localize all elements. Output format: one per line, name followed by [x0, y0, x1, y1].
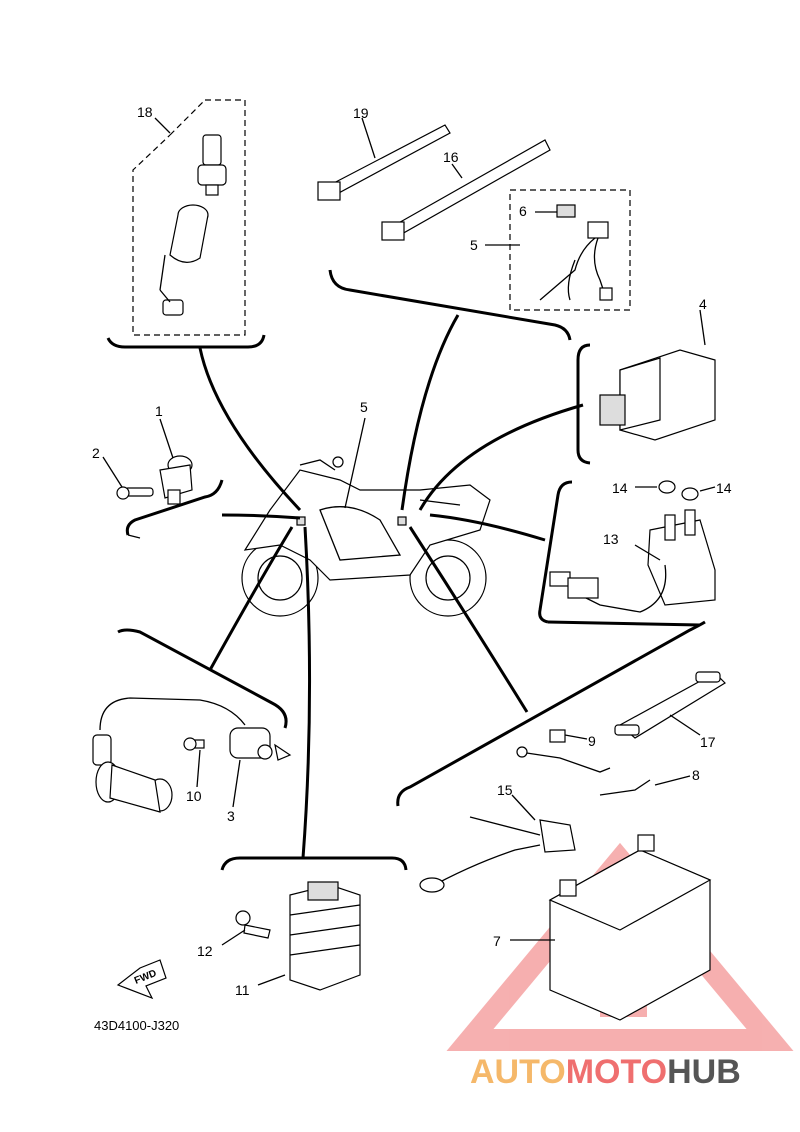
rectifier-regulator-group — [220, 856, 408, 991]
callout-3: 3 — [227, 808, 235, 824]
diagram-code: 43D4100-J320 — [94, 1018, 179, 1033]
watermark-text: AUTOMOTOHUB — [470, 1053, 741, 1091]
callout-14a: 14 — [612, 480, 628, 496]
wire-harness-sub-group — [328, 189, 631, 341]
watermark-part-moto: MOTO — [566, 1053, 667, 1091]
callout-12: 12 — [197, 943, 213, 959]
callout-17: 17 — [700, 734, 716, 750]
callout-9: 9 — [588, 733, 596, 749]
callout-19: 19 — [353, 105, 369, 121]
callout-5b: 5 — [360, 399, 368, 415]
cdi-unit-group — [576, 309, 716, 465]
key-icon — [197, 134, 227, 196]
cable-tie-19 — [317, 117, 451, 201]
callout-16: 16 — [443, 149, 459, 165]
callout-18: 18 — [137, 104, 153, 120]
callout-14b: 14 — [716, 480, 732, 496]
callout-5a: 5 — [470, 237, 478, 253]
callout-2: 2 — [92, 445, 100, 461]
callout-1: 1 — [155, 403, 163, 419]
battery-group — [396, 620, 726, 1021]
ignition-coil-group — [92, 628, 292, 813]
flasher-relay-group — [102, 418, 224, 539]
forward-direction-arrow: FWD — [116, 959, 167, 1000]
callout-4: 4 — [699, 296, 707, 312]
callout-7: 7 — [493, 933, 501, 949]
callout-15: 15 — [497, 782, 513, 798]
callout-8: 8 — [692, 767, 700, 783]
switch-body-icon — [159, 204, 209, 316]
callout-10: 10 — [186, 788, 202, 804]
watermark-part-hub: HUB — [667, 1053, 741, 1091]
main-switch-group — [106, 99, 266, 349]
cable-tie-16 — [381, 139, 551, 241]
starter-relay-group — [538, 480, 716, 627]
callout-13: 13 — [603, 531, 619, 547]
callout-11: 11 — [235, 982, 250, 998]
callout-6: 6 — [519, 203, 527, 219]
leader-lines — [198, 314, 584, 859]
watermark-part-auto: AUTO — [470, 1053, 566, 1091]
